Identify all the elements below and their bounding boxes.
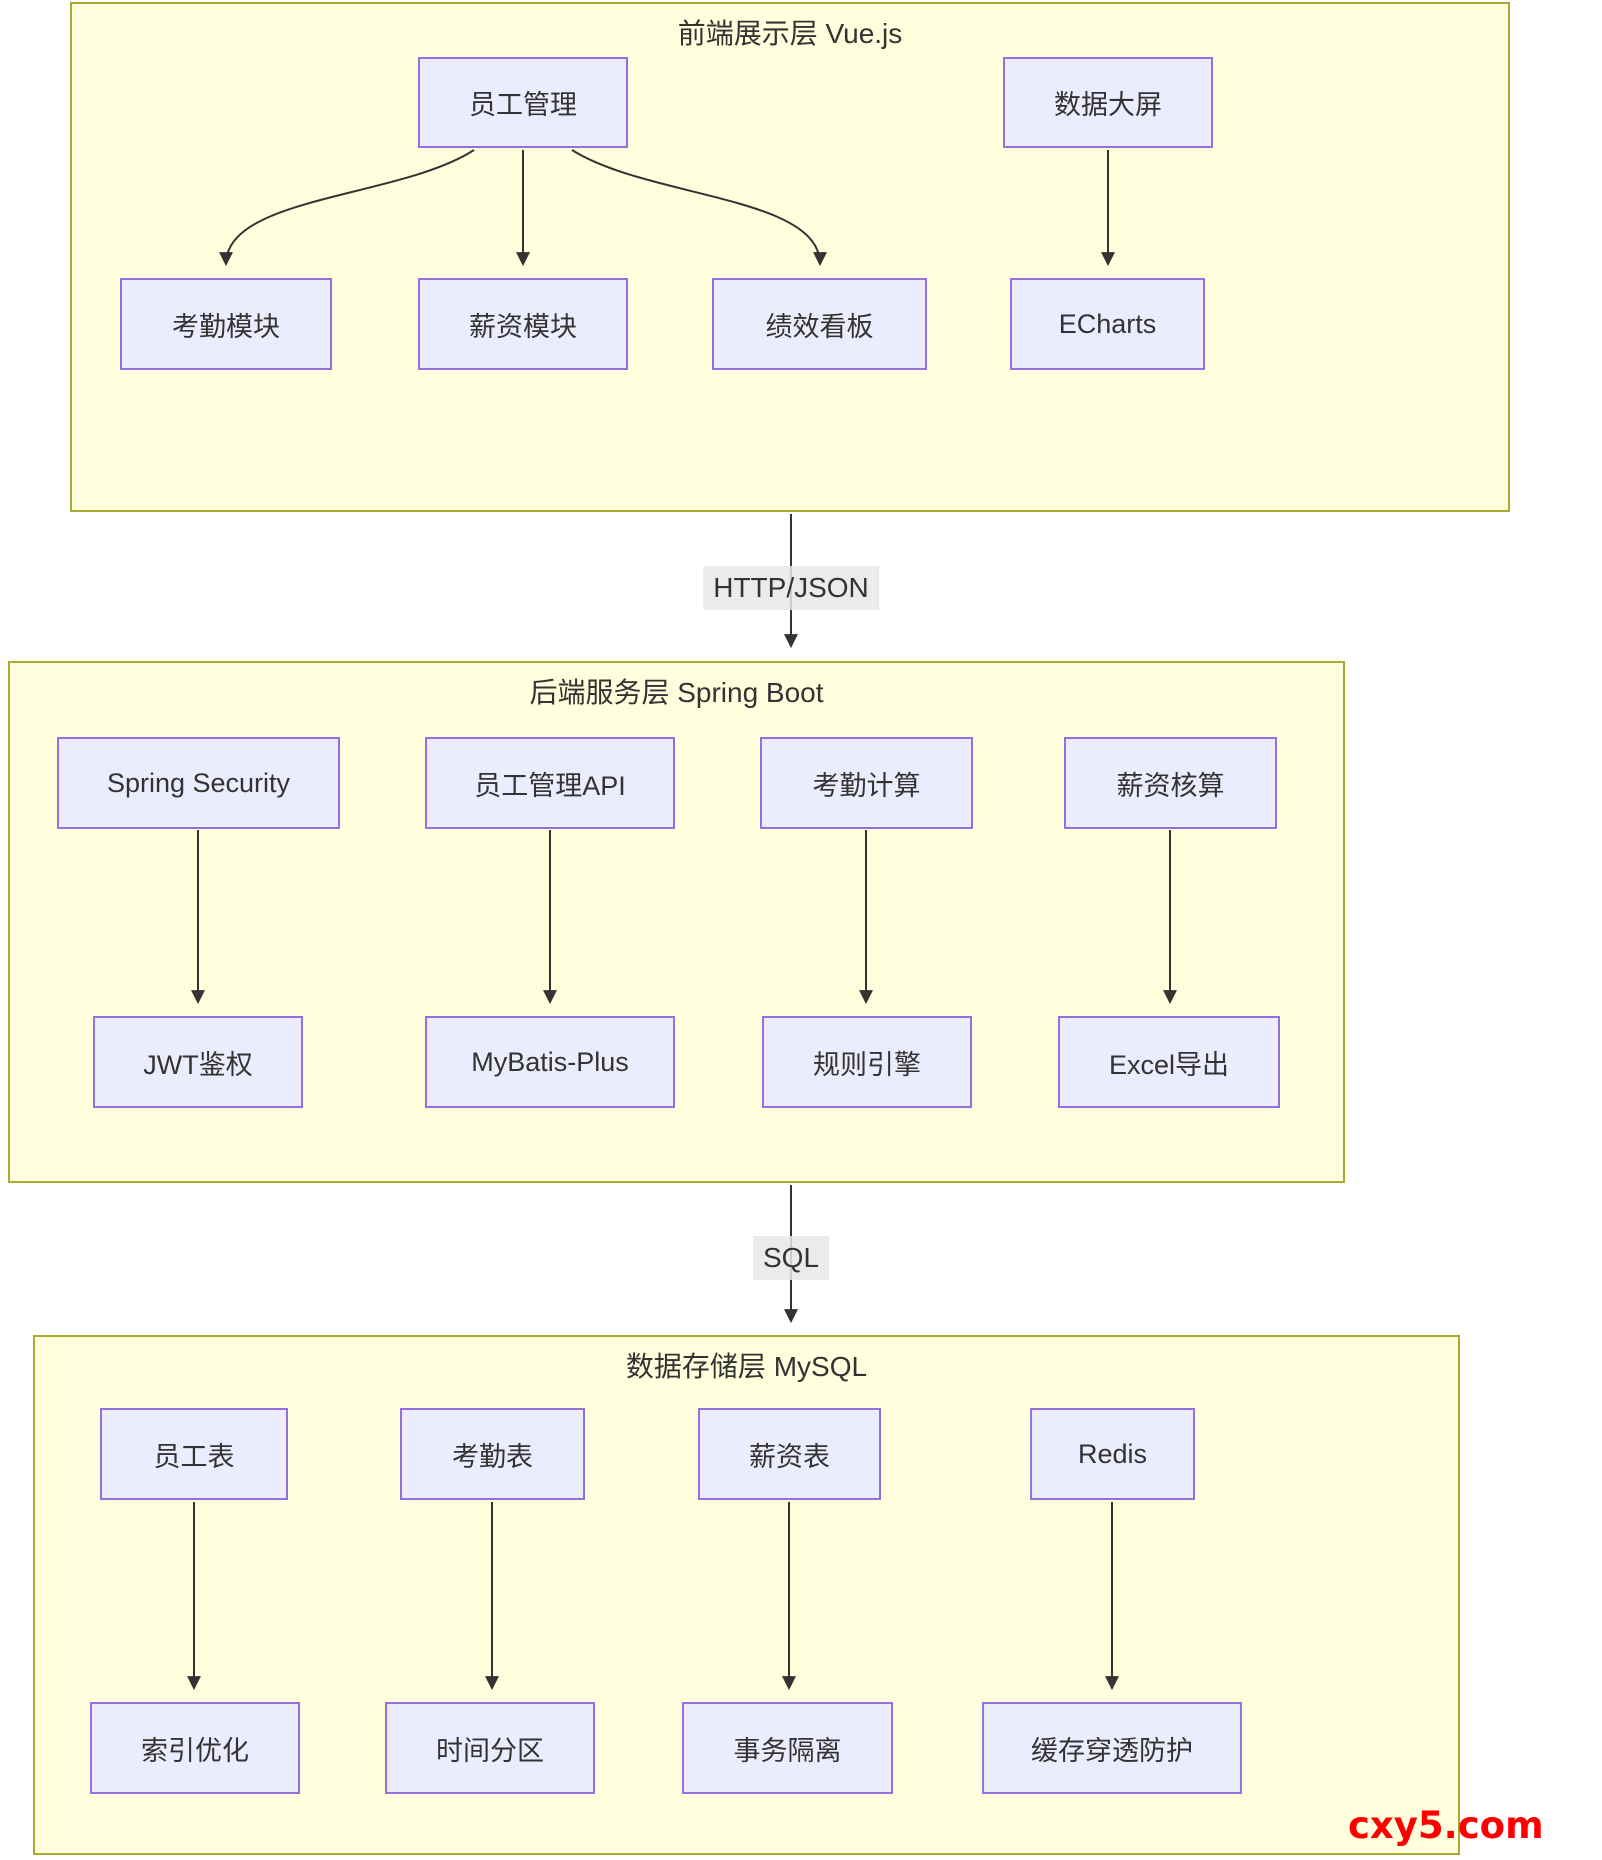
layer-frontend: 前端展示层 Vue.js <box>70 2 1510 512</box>
edge-label-http-json: HTTP/JSON <box>703 566 879 610</box>
node-index-optimization: 索引优化 <box>90 1702 300 1794</box>
node-employee-api: 员工管理API <box>425 737 675 829</box>
layer-frontend-title: 前端展示层 Vue.js <box>677 18 903 49</box>
node-employee-table: 员工表 <box>100 1408 288 1500</box>
node-attendance-module: 考勤模块 <box>120 278 332 370</box>
layer-backend-title: 后端服务层 Spring Boot <box>529 677 824 708</box>
node-mybatis-plus: MyBatis-Plus <box>425 1016 675 1108</box>
node-jwt-auth: JWT鉴权 <box>93 1016 303 1108</box>
node-redis: Redis <box>1030 1408 1195 1500</box>
edge-label-sql: SQL <box>752 1236 830 1280</box>
node-employee-management: 员工管理 <box>418 57 628 148</box>
node-data-screen: 数据大屏 <box>1003 57 1213 148</box>
node-spring-security: Spring Security <box>57 737 340 829</box>
node-attendance-calc: 考勤计算 <box>760 737 973 829</box>
node-rule-engine: 规则引擎 <box>762 1016 972 1108</box>
node-salary-module: 薪资模块 <box>418 278 628 370</box>
node-time-partition: 时间分区 <box>385 1702 595 1794</box>
node-performance-board: 绩效看板 <box>712 278 927 370</box>
node-transaction-isolation: 事务隔离 <box>682 1702 893 1794</box>
watermark: cxy5.com <box>1348 1804 1544 1847</box>
node-salary-calc: 薪资核算 <box>1064 737 1277 829</box>
node-excel-export: Excel导出 <box>1058 1016 1280 1108</box>
node-salary-table: 薪资表 <box>698 1408 881 1500</box>
layer-storage-title: 数据存储层 MySQL <box>625 1351 868 1382</box>
node-echarts: ECharts <box>1010 278 1205 370</box>
node-cache-penetration-protection: 缓存穿透防护 <box>982 1702 1242 1794</box>
node-attendance-table: 考勤表 <box>400 1408 585 1500</box>
